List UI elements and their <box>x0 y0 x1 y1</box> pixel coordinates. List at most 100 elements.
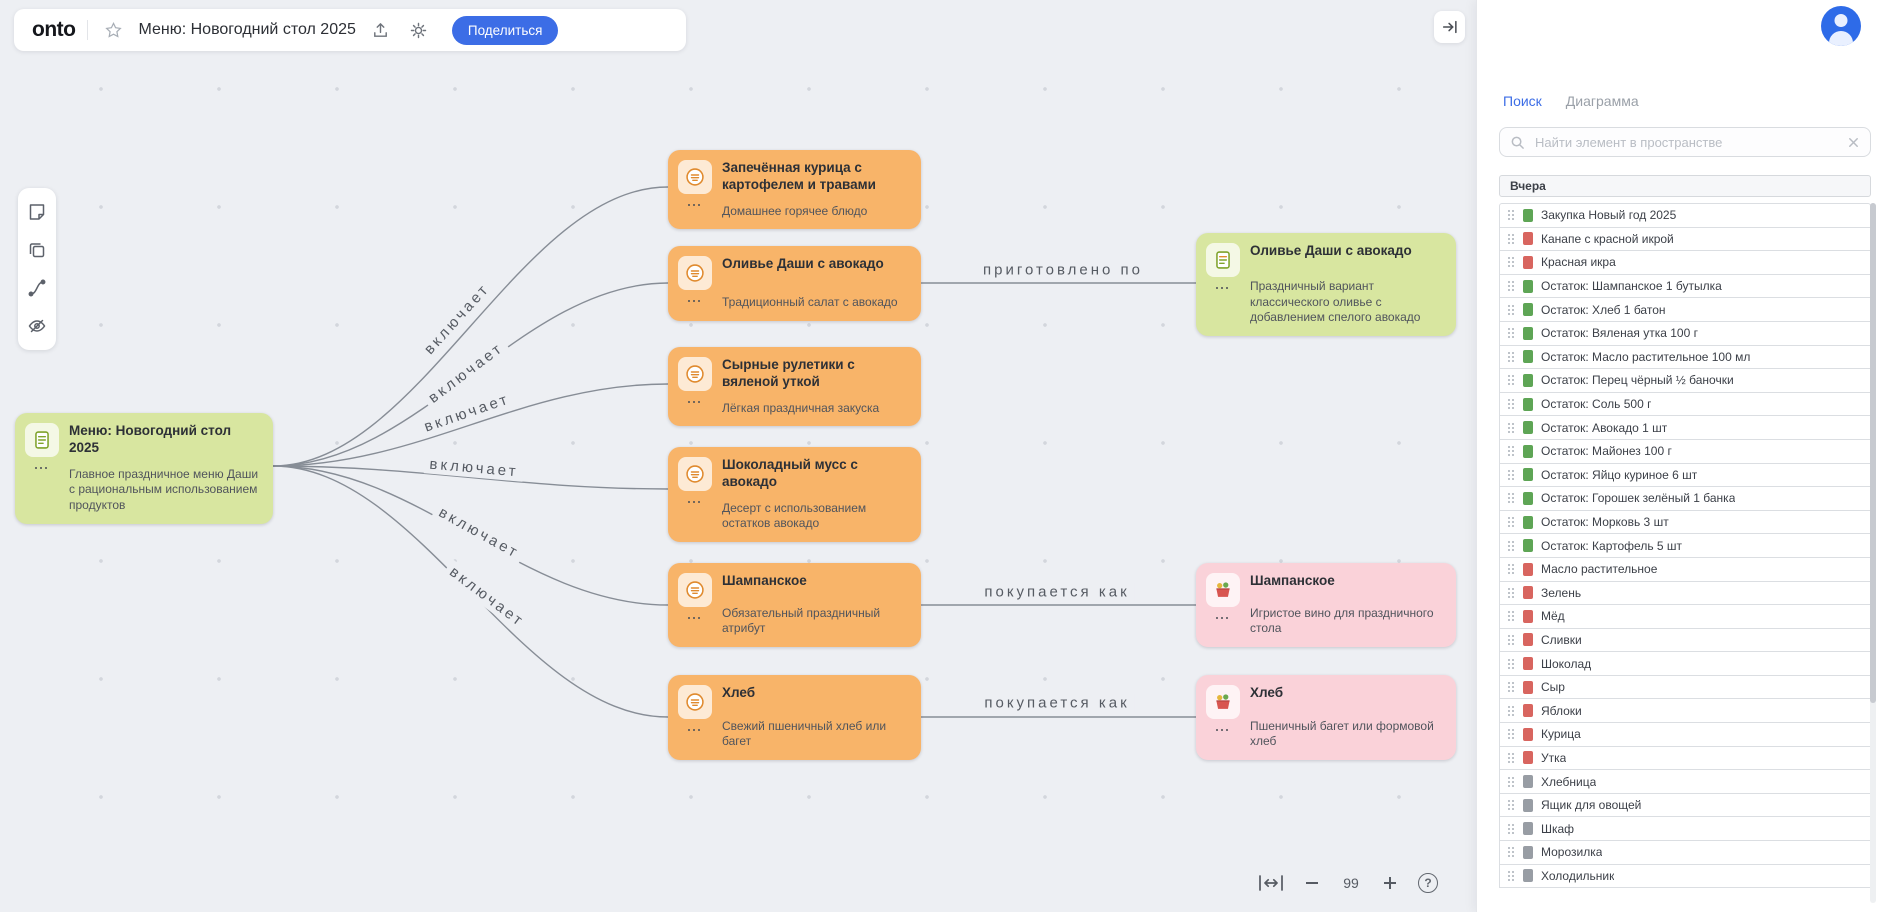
drag-handle-icon[interactable] <box>1507 209 1515 221</box>
list-item[interactable]: Остаток: Майонез 100 г <box>1499 438 1871 464</box>
node-bread-product[interactable]: Хлеб Пшеничный багет или формовой хлеб <box>1196 675 1456 760</box>
list-item[interactable]: Шоколад <box>1499 651 1871 676</box>
node-olivier-recipe[interactable]: Оливье Даши с авокадо Праздничный вариан… <box>1196 233 1456 336</box>
settings-gear-icon[interactable] <box>406 17 432 43</box>
drag-handle-icon[interactable] <box>1507 681 1515 693</box>
node-more-icon[interactable] <box>1215 616 1231 620</box>
node-more-icon[interactable] <box>1215 286 1231 290</box>
node-bread[interactable]: Хлеб Свежий пшеничный хлеб или багет <box>668 675 921 760</box>
export-icon[interactable] <box>368 17 394 43</box>
zoom-out-button[interactable] <box>1304 875 1320 891</box>
node-chicken[interactable]: Запечённая курица с картофелем и травами… <box>668 150 921 230</box>
connector-tool-icon[interactable] <box>26 277 48 299</box>
help-button[interactable]: ? <box>1418 873 1438 893</box>
node-more-icon[interactable] <box>687 728 703 732</box>
list-item[interactable]: Остаток: Горошек зелёный 1 банка <box>1499 486 1871 511</box>
clear-search-icon[interactable] <box>1847 136 1860 149</box>
fit-view-icon[interactable] <box>1258 874 1284 892</box>
list-item[interactable]: Зелень <box>1499 580 1871 606</box>
list-item[interactable]: Закупка Новый год 2025 <box>1499 203 1871 228</box>
drag-handle-icon[interactable] <box>1507 233 1515 245</box>
list-item[interactable]: Остаток: Яйцо куриное 6 шт <box>1499 462 1871 488</box>
note-tool-icon[interactable] <box>26 201 48 223</box>
drag-handle-icon[interactable] <box>1507 422 1515 434</box>
drag-handle-icon[interactable] <box>1507 445 1515 457</box>
favorite-star-icon[interactable] <box>100 17 126 43</box>
drag-handle-icon[interactable] <box>1507 728 1515 740</box>
node-more-icon[interactable] <box>687 400 703 404</box>
drag-handle-icon[interactable] <box>1507 398 1515 410</box>
copy-tool-icon[interactable] <box>26 239 48 261</box>
search-input[interactable] <box>1533 133 1839 151</box>
list-item[interactable]: Остаток: Соль 500 г <box>1499 391 1871 417</box>
list-item[interactable]: Остаток: Вяленая утка 100 г <box>1499 320 1871 346</box>
board-title[interactable]: Меню: Новогодний стол 2025 <box>138 21 356 38</box>
list-item[interactable]: Остаток: Шампанское 1 бутылка <box>1499 273 1871 299</box>
drag-handle-icon[interactable] <box>1507 846 1515 858</box>
drag-handle-icon[interactable] <box>1507 327 1515 339</box>
list-item[interactable]: Остаток: Авокадо 1 шт <box>1499 415 1871 440</box>
drag-handle-icon[interactable] <box>1507 492 1515 504</box>
drag-handle-icon[interactable] <box>1507 587 1515 599</box>
drag-handle-icon[interactable] <box>1507 374 1515 386</box>
list-item[interactable]: Масло растительное <box>1499 556 1871 582</box>
zoom-in-button[interactable] <box>1382 875 1398 891</box>
drag-handle-icon[interactable] <box>1507 563 1515 575</box>
node-more-icon[interactable] <box>34 466 50 470</box>
list-item[interactable]: Остаток: Перец чёрный ½ баночки <box>1499 368 1871 393</box>
drag-handle-icon[interactable] <box>1507 540 1515 552</box>
drag-handle-icon[interactable] <box>1507 256 1515 268</box>
drag-handle-icon[interactable] <box>1507 799 1515 811</box>
list-item[interactable]: Холодильник <box>1499 863 1871 889</box>
list-item[interactable]: Остаток: Морковь 3 шт <box>1499 509 1871 535</box>
list-item[interactable]: Сыр <box>1499 674 1871 700</box>
list-item[interactable]: Остаток: Масло растительное 100 мл <box>1499 344 1871 370</box>
drag-handle-icon[interactable] <box>1507 304 1515 316</box>
drag-handle-icon[interactable] <box>1507 280 1515 292</box>
list-item[interactable]: Остаток: Картофель 5 шт <box>1499 533 1871 558</box>
node-more-icon[interactable] <box>687 299 703 303</box>
search-box[interactable] <box>1499 127 1871 157</box>
drag-handle-icon[interactable] <box>1507 823 1515 835</box>
drag-handle-icon[interactable] <box>1507 870 1515 882</box>
share-button[interactable]: Поделиться <box>451 15 559 45</box>
node-mousse[interactable]: Шоколадный мусс с авокадо Десерт с испол… <box>668 447 921 542</box>
list-item[interactable]: Шкаф <box>1499 816 1871 842</box>
node-more-icon[interactable] <box>687 203 703 207</box>
user-avatar[interactable] <box>1821 6 1861 46</box>
drag-handle-icon[interactable] <box>1507 351 1515 363</box>
node-champagne[interactable]: Шампанское Обязательный праздничный атри… <box>668 563 921 647</box>
drag-handle-icon[interactable] <box>1507 516 1515 528</box>
list-item[interactable]: Ящик для овощей <box>1499 792 1871 818</box>
node-rolls[interactable]: Сырные рулетики с вяленой уткой Лёгкая п… <box>668 347 921 427</box>
node-menu[interactable]: Меню: Новогодний стол 2025 Главное празд… <box>15 413 273 524</box>
drag-handle-icon[interactable] <box>1507 658 1515 670</box>
drag-handle-icon[interactable] <box>1507 469 1515 481</box>
node-olivier[interactable]: Оливье Даши с авокадо Традиционный салат… <box>668 246 921 321</box>
drag-handle-icon[interactable] <box>1507 634 1515 646</box>
list-item[interactable]: Морозилка <box>1499 840 1871 865</box>
list-item[interactable]: Сливки <box>1499 627 1871 653</box>
list-item[interactable]: Курица <box>1499 722 1871 747</box>
collapse-sidebar-button[interactable] <box>1434 11 1465 43</box>
list-item[interactable]: Хлебница <box>1499 769 1871 794</box>
diagram-canvas[interactable]: включает включает включает включает вклю… <box>0 0 1476 912</box>
tab-diagram[interactable]: Диаграмма <box>1565 93 1639 109</box>
hide-eye-off-icon[interactable] <box>26 315 48 337</box>
list-item[interactable]: Канапе с красной икрой <box>1499 226 1871 252</box>
scrollbar-thumb[interactable] <box>1870 203 1876 703</box>
drag-handle-icon[interactable] <box>1507 752 1515 764</box>
list-item[interactable]: Красная икра <box>1499 250 1871 275</box>
node-champagne-product[interactable]: Шампанское Игристое вино для праздничног… <box>1196 563 1456 647</box>
node-more-icon[interactable] <box>687 500 703 504</box>
list-item[interactable]: Яблоки <box>1499 698 1871 724</box>
list-item[interactable]: Остаток: Хлеб 1 батон <box>1499 297 1871 322</box>
node-more-icon[interactable] <box>687 616 703 620</box>
list-item[interactable]: Мёд <box>1499 604 1871 629</box>
tab-search[interactable]: Поиск <box>1503 93 1542 109</box>
drag-handle-icon[interactable] <box>1507 610 1515 622</box>
node-more-icon[interactable] <box>1215 728 1231 732</box>
list-item[interactable]: Утка <box>1499 745 1871 771</box>
drag-handle-icon[interactable] <box>1507 705 1515 717</box>
drag-handle-icon[interactable] <box>1507 776 1515 788</box>
